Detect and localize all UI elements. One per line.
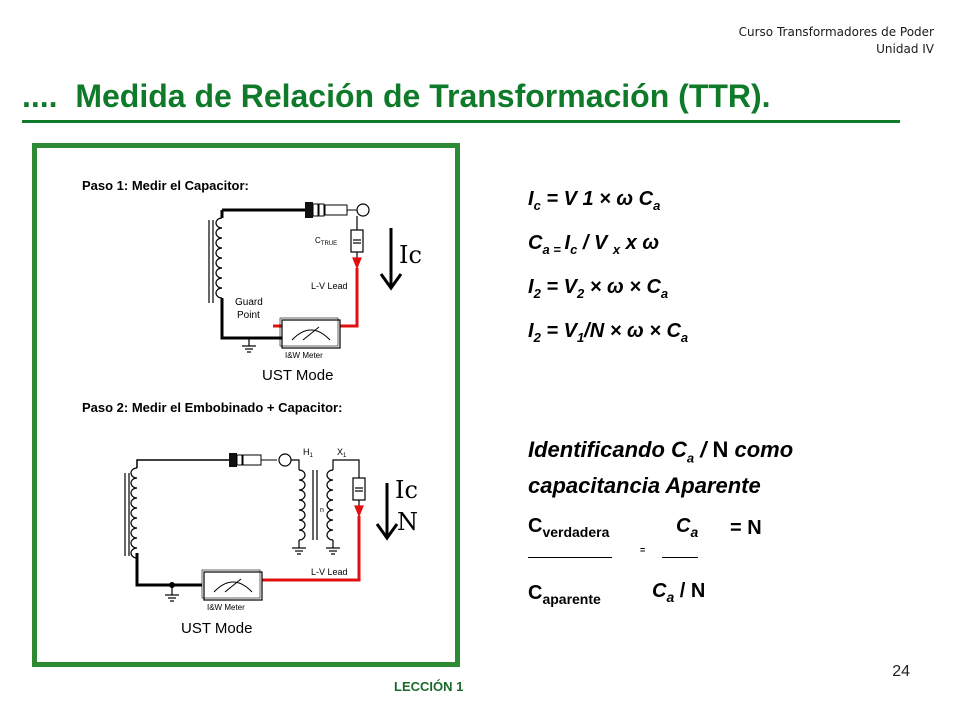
eq4-part-b: = V [540,320,577,342]
ident-sub-a: a [686,450,695,466]
transformer-icon [291,459,360,548]
x1-label: X1 [337,447,347,459]
equation-4: I2 = V1/N × ω × Ca [528,320,688,345]
ident-part-d: como capacitancia Aparente [528,437,794,499]
ground-wire [220,298,282,340]
ident-part-a: Identificando C [528,437,687,462]
ground-icon [242,338,256,353]
eq4-sub-c: a [680,330,689,345]
fraction-den-left: Caparente [528,582,601,607]
page-number: 24 [892,663,910,680]
course-unit: Unidad IV [876,42,934,56]
bushing-icon [229,453,292,467]
winding-coil-icon [124,467,138,559]
current-arrow-icon [379,228,403,291]
fraction-num-right: Ca [676,515,698,540]
fraction-den-right: Ca / N [652,580,705,605]
bushing-icon [220,202,370,218]
frac-den-right-main: C [652,580,667,602]
eq1-part-a: I [528,188,534,210]
meter-label: I&W Meter [207,603,245,612]
winding-coil-icon [208,217,223,303]
eq1-sub-a: c [533,198,541,213]
ground-icon [165,585,179,602]
title-underline [22,120,900,123]
equation-1: Ic = V 1 × ω Ca [528,188,660,213]
fraction-result: = N [730,517,762,539]
ident-part-c: N [712,437,729,462]
ground-icon [292,547,340,555]
c-true-label: CTRUE [315,236,337,247]
step2-label: Paso 2: Medir el Embobinado + Capacitor: [82,400,342,415]
eq4-sub-a: 2 [533,330,541,345]
eq4-sub-b: 1 [576,330,585,345]
lesson-label: LECCIÓN 1 [394,679,464,694]
identification-text: Identificando Ca / N como capacitancia A… [528,436,888,500]
equation-3: I2 = V2 × ω × Ca [528,276,668,301]
step1-label: Paso 1: Medir el Capacitor: [82,178,249,193]
ident-part-b: / [694,437,713,462]
equation-2: Ca = Ic / V x x ω [528,232,659,257]
iw-meter-icon [279,317,341,349]
fraction-bar-left [528,557,612,558]
fraction-num-left: Cverdadera [528,515,609,540]
eq3-part-c: × ω × C [584,276,661,298]
course-header: Curso Transformadores de Poder Unidad IV [739,24,934,58]
eq2-part-a: C [528,232,543,254]
lv-lead-wire [262,516,361,582]
capacitor-icon [350,216,364,270]
guard-label: Guard [235,297,263,308]
frac-den-left-sub: aparente [542,591,601,607]
eq3-part-b: = V [540,276,577,298]
eq2-sub-a: a = [542,242,565,257]
mode-label: UST Mode [262,367,333,384]
lv-lead-wire [273,268,359,328]
eq2-part-c: / V [577,232,613,254]
eq3-sub-b: 2 [576,286,585,301]
frac-num-left-main: C [528,515,543,537]
frac-den-right-sub: a [666,589,675,605]
circuit-diagram-panel: Paso 1: Medir el Capacitor: [32,143,460,667]
eq2-part-d: x ω [620,232,660,254]
current-arrow-icon [375,483,399,541]
eq1-sub-b: a [653,198,661,213]
slide-title: .... Medida de Relación de Transformació… [22,78,771,115]
ic-label: Ic [395,476,418,504]
n-big-label: N [397,508,418,536]
eq3-part-a: I [528,276,534,298]
ground-wire [135,553,202,587]
lv-lead-label: L-V Lead [311,567,348,577]
frac-num-right-sub: a [690,524,699,540]
fraction-bar-right [662,557,698,558]
frac-num-left-sub: verdadera [542,524,610,540]
eq3-sub-a: 2 [533,286,541,301]
eq2-sub-c: x [612,242,621,257]
circuit-diagram: Paso 1: Medir el Capacitor: [82,178,422,637]
ic-label: Ic [399,241,422,269]
lv-lead-label: L-V Lead [311,281,348,291]
fraction-equals: = [640,545,646,555]
eq4-part-a: I [528,320,534,342]
course-title: Curso Transformadores de Poder [738,25,934,39]
capacitor-icon [352,470,366,518]
winding-wire [136,459,232,468]
title-dots: .... [22,78,58,114]
eq2-sub-b: c [570,242,578,257]
frac-den-left-main: C [528,582,543,604]
iw-meter-icon [201,569,263,601]
meter-label: I&W Meter [285,351,323,360]
mode-label: UST Mode [181,620,252,637]
h1-label: H1 [303,447,314,459]
n-label: n [320,507,324,514]
eq4-part-c: /N × ω × C [584,320,681,342]
eq3-sub-c: a [660,286,669,301]
title-text: Medida de Relación de Transformación (TT… [75,78,771,114]
point-label: Point [237,310,260,321]
eq1-part-b: = V 1 × ω C [540,188,654,210]
frac-num-right-main: C [676,515,691,537]
frac-den-right-tail: / N [674,580,706,602]
eq2-part-b: I [564,232,571,254]
